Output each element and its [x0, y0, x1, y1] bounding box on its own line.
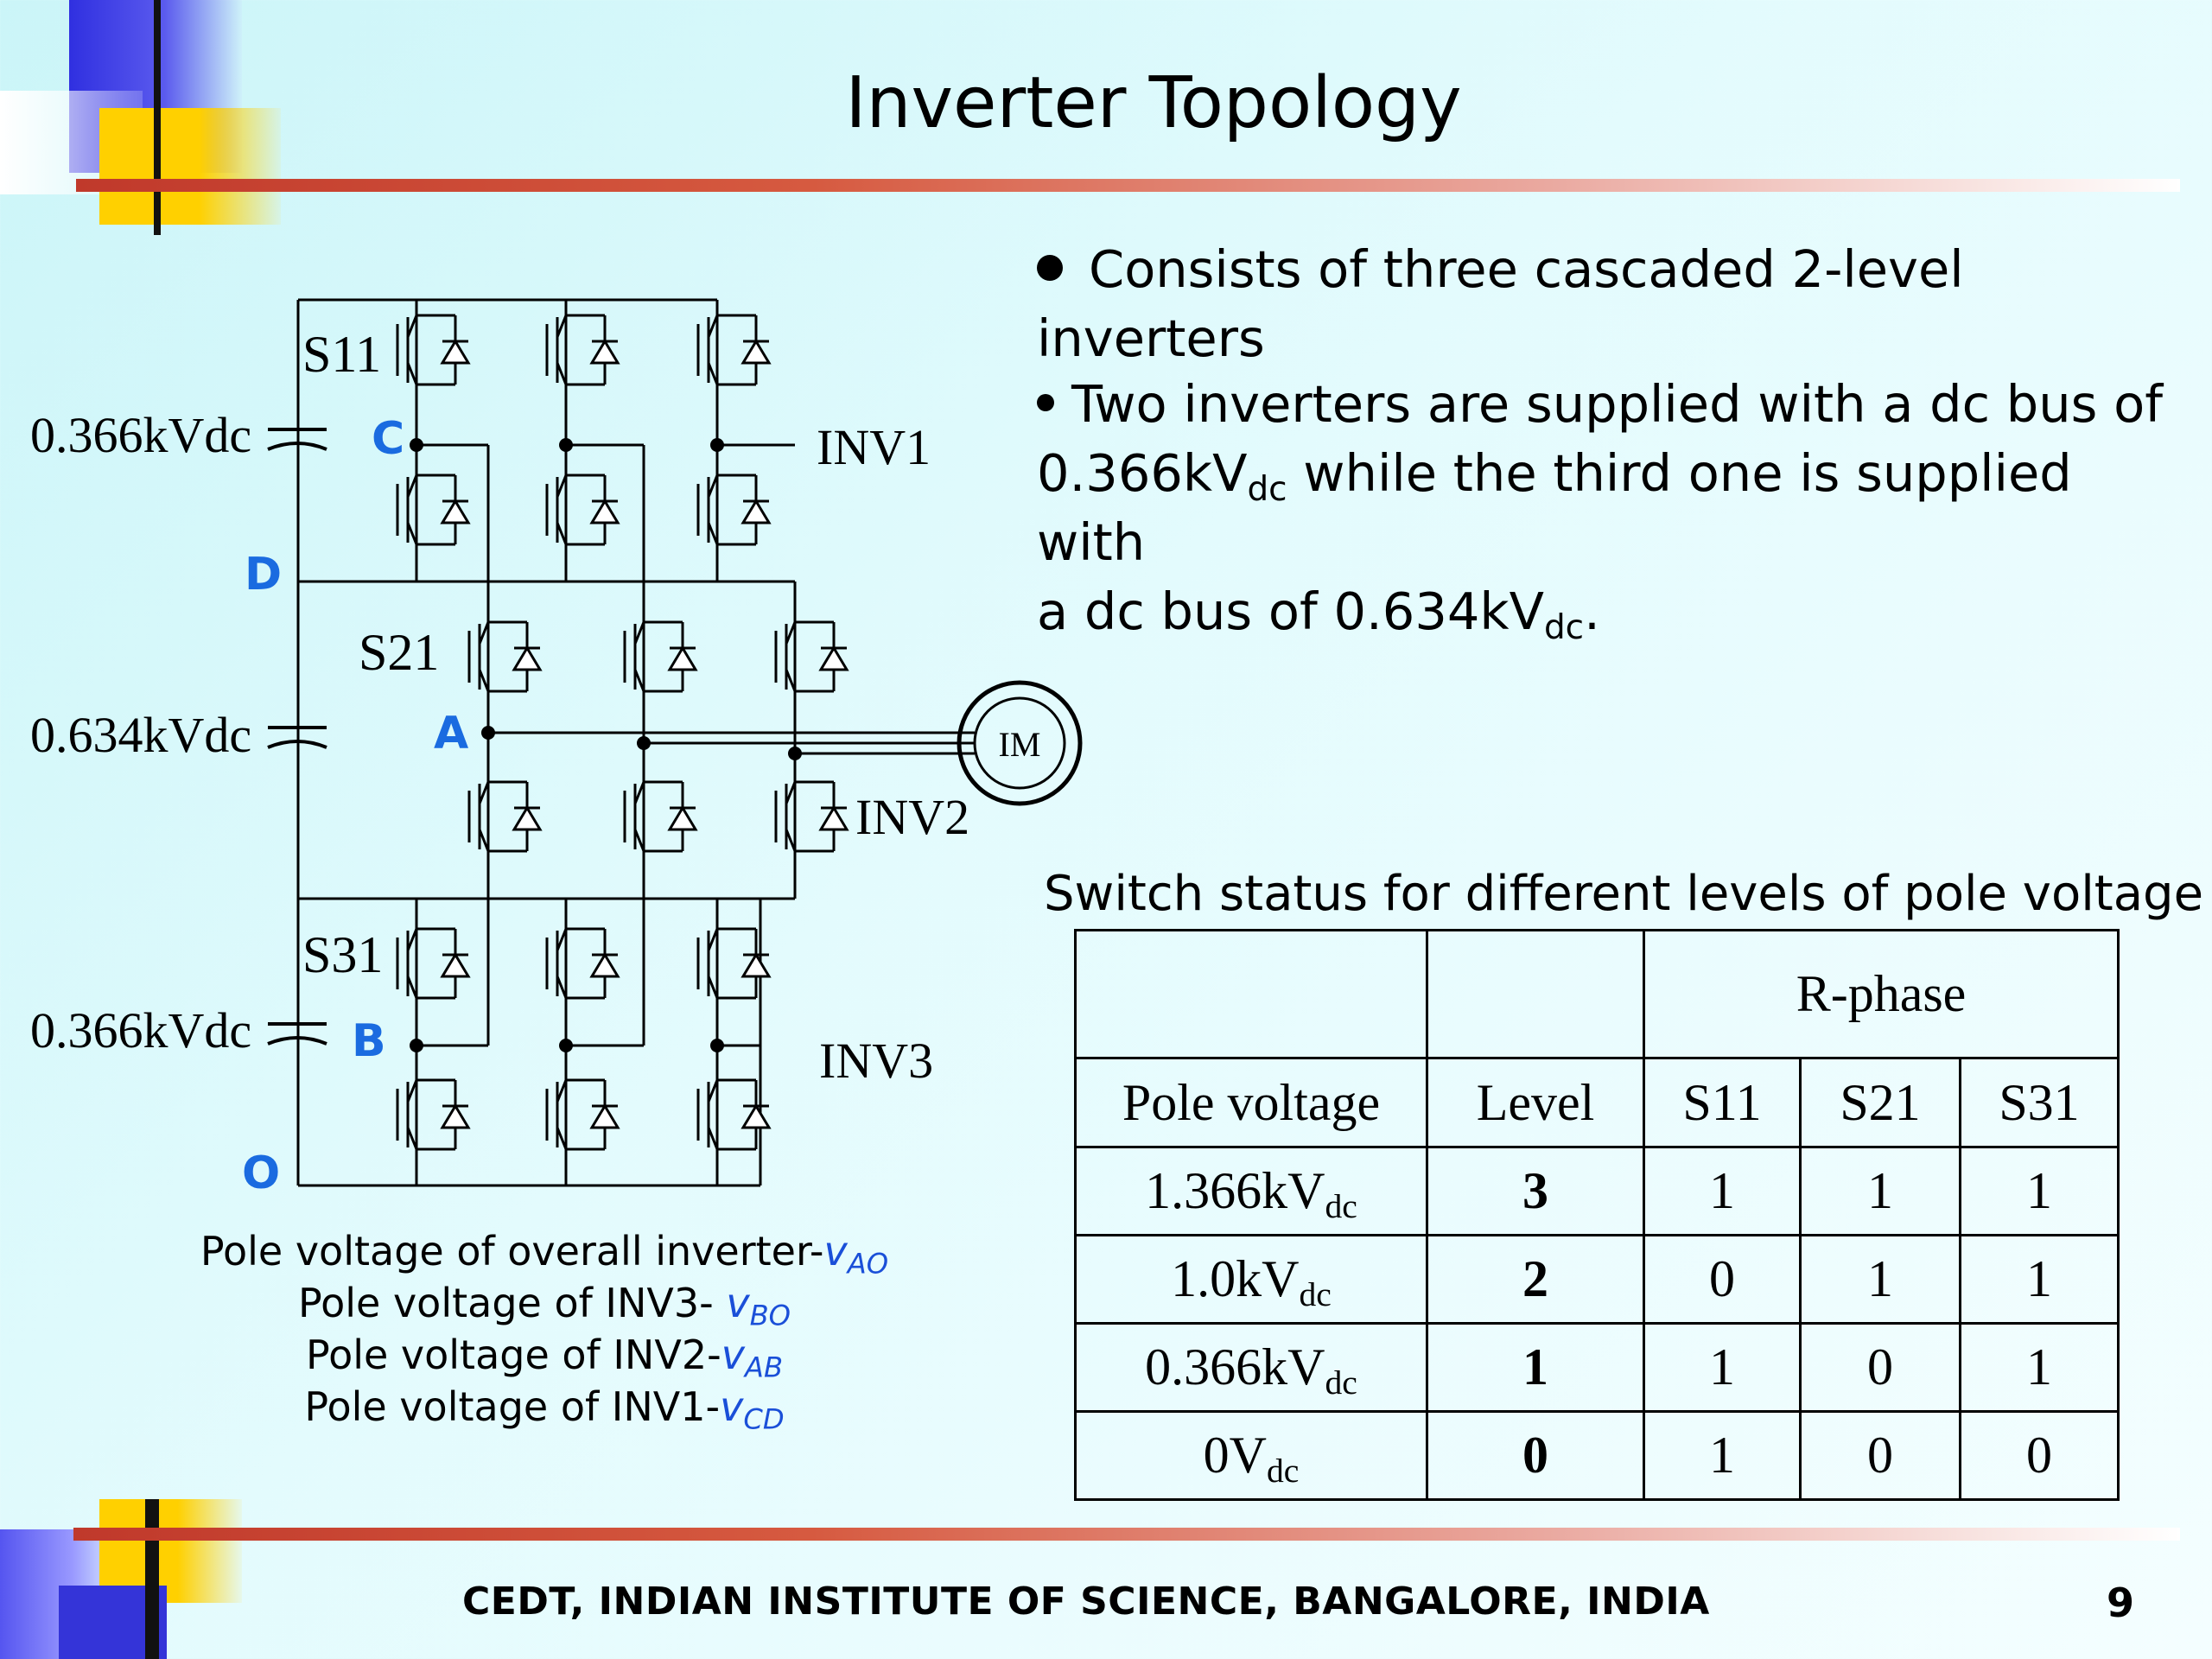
- column-header: S21: [1799, 1057, 1961, 1148]
- corner-decoration-line: [145, 1499, 159, 1659]
- corner-decoration-yellow: [99, 108, 281, 225]
- bullet-2-end: .: [1584, 582, 1600, 641]
- motor-phase-lines: [486, 657, 975, 755]
- node-c-label: C: [372, 413, 404, 465]
- table-row: 0.366kVdc 1 1 0 1: [1074, 1322, 2120, 1413]
- table-row: 1.0kVdc 2 0 1 1: [1074, 1234, 2120, 1325]
- table-caption: Switch status for different levels of po…: [1044, 866, 2204, 922]
- group-header: R-phase: [1643, 929, 2120, 1059]
- pole-voltage-line: Pole voltage of INV1-vCD: [304, 1383, 785, 1436]
- node-o-label: O: [242, 1147, 280, 1199]
- footer-text: CEDT, INDIAN INSTITUTE OF SCIENCE, BANGA…: [462, 1580, 1710, 1624]
- corner-decoration-line: [154, 0, 161, 235]
- bullet-2-line-3: a dc bus of 0.634kV: [1037, 582, 1544, 641]
- bullet-dot: [1037, 254, 1063, 281]
- footer-rule: [73, 1528, 2180, 1541]
- column-header: S11: [1643, 1057, 1802, 1148]
- column-header: Level: [1426, 1057, 1645, 1148]
- bullet-1: Consists of three cascaded 2-level inver…: [1037, 235, 2195, 373]
- source-top-label: 0.366kVdc: [30, 407, 251, 463]
- column-header: S31: [1959, 1057, 2120, 1148]
- node-d-label: D: [245, 549, 282, 601]
- pole-voltage-line: Pole voltage of INV2-vAB: [305, 1332, 784, 1384]
- dc-capacitors: [267, 428, 327, 1046]
- column-header: Pole voltage: [1074, 1057, 1428, 1148]
- source-bot-label: 0.366kVdc: [30, 1002, 251, 1058]
- junction-dots: [410, 438, 802, 1052]
- inv3-label: INV3: [819, 1033, 933, 1089]
- page-number: 9: [2107, 1580, 2135, 1626]
- bullet-2-line-1: Two inverters are supplied with a dc bus…: [1071, 374, 2163, 434]
- switch-s21-label: S21: [359, 624, 439, 681]
- switch-status-table: R-phase Pole voltage Level S11 S21 S31 1…: [1074, 929, 2120, 1501]
- bullet-dot: [1037, 393, 1054, 411]
- motor-label: IM: [999, 725, 1041, 764]
- table-header-row: Pole voltage Level S11 S21 S31: [1074, 1057, 2120, 1148]
- bullet-2-line-2: while the third one is supplied with: [1037, 443, 2072, 572]
- bullet-2-voltage-1: 0.366kV: [1037, 443, 1248, 503]
- pole-voltage-line: Pole voltage of overall inverter-vAO: [200, 1228, 889, 1281]
- bullet-1-text: Consists of three cascaded 2-level inver…: [1037, 239, 1964, 368]
- slide-title: Inverter Topology: [845, 62, 1462, 144]
- switch-s31-label: S31: [302, 926, 383, 983]
- inv2-label: INV2: [855, 789, 969, 845]
- source-mid-label: 0.634kVdc: [30, 707, 251, 763]
- title-rule: [76, 179, 2180, 192]
- pole-voltage-legend: Pole voltage of overall inverter-vAO Pol…: [199, 1225, 890, 1433]
- induction-motor: [957, 680, 1083, 806]
- bullet-2-sub-2: dc: [1543, 607, 1585, 647]
- pole-voltage-line: Pole voltage of INV3- vBO: [298, 1280, 791, 1332]
- switch-symbols: [396, 314, 849, 1151]
- bullet-2: Two inverters are supplied with a dc bus…: [1037, 370, 2186, 646]
- inv1-label: INV1: [817, 419, 931, 475]
- bullet-2-sub-1: dc: [1247, 469, 1287, 509]
- table-row: 0Vdc 0 1 0 0: [1074, 1410, 2120, 1501]
- table-header-row: R-phase: [1074, 929, 2120, 1059]
- node-a-label: A: [434, 708, 468, 760]
- switch-s11-label: S11: [302, 326, 381, 383]
- node-b-label: B: [352, 1015, 386, 1067]
- inverter-circuit-diagram: IM 0.366kVdc 0.634kVdc 0.366kVdc S11 S21…: [30, 298, 1083, 1199]
- table-row: 1.366kVdc 3 1 1 1: [1074, 1146, 2120, 1236]
